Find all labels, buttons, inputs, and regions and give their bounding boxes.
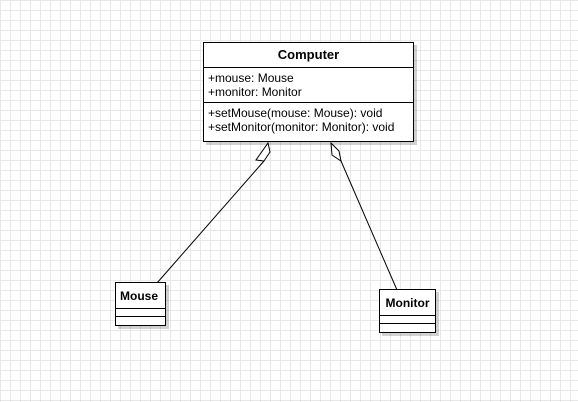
operations-section bbox=[116, 317, 165, 325]
attribute-mouse: +mouse: Mouse bbox=[208, 71, 294, 85]
aggregation-line-mouse bbox=[156, 160, 265, 284]
operations-section bbox=[380, 324, 435, 332]
aggregation-computer-mouse[interactable] bbox=[156, 141, 271, 284]
attribute-monitor: +monitor: Monitor bbox=[208, 85, 302, 99]
aggregation-diamond-mouse bbox=[255, 141, 271, 162]
class-name: Mouse bbox=[116, 283, 165, 309]
class-monitor[interactable]: Monitor bbox=[379, 289, 436, 333]
class-name: Computer bbox=[204, 43, 413, 68]
aggregation-line-monitor bbox=[340, 160, 398, 291]
class-computer[interactable]: Computer +mouse: Mouse +monitor: Monitor… bbox=[203, 42, 414, 142]
attributes-section bbox=[380, 316, 435, 324]
operations-section: +setMouse(mouse: Mouse): void +setMonito… bbox=[204, 103, 413, 141]
operation-set-monitor: +setMonitor(monitor: Monitor): void bbox=[208, 120, 395, 134]
attributes-section bbox=[116, 309, 165, 317]
aggregation-computer-monitor[interactable] bbox=[330, 141, 398, 291]
class-name: Monitor bbox=[380, 290, 435, 316]
class-mouse[interactable]: Mouse bbox=[115, 282, 166, 326]
attributes-section: +mouse: Mouse +monitor: Monitor bbox=[204, 68, 413, 103]
operation-set-mouse: +setMouse(mouse: Mouse): void bbox=[208, 106, 383, 120]
aggregation-diamond-monitor bbox=[330, 141, 342, 163]
